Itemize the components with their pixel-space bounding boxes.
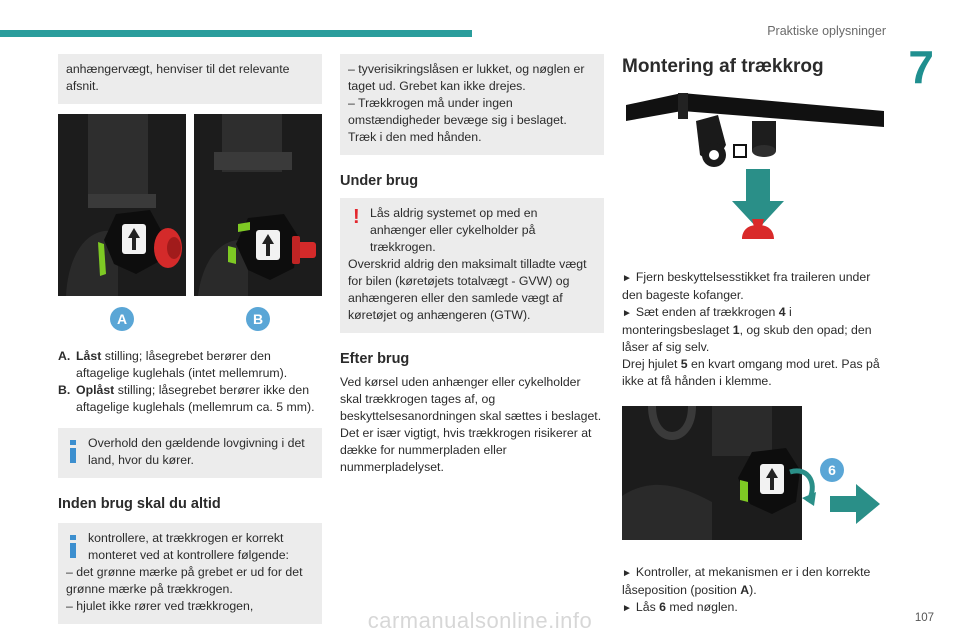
watermark: carmanualsonline.info <box>367 608 593 633</box>
definition-b: B. Oplåst stilling; låsegrebet berører i… <box>58 382 322 416</box>
definition-list: A. Låst stilling; låsegrebet berører den… <box>58 348 322 416</box>
info-icon <box>70 535 76 558</box>
tow-bar-mount-illustration <box>626 93 884 239</box>
lock-knob-a <box>98 210 182 276</box>
step-arrow-icon: ► <box>622 603 632 614</box>
running-head: Praktiske oplysninger <box>767 24 886 38</box>
heading-after-use: Efter brug <box>340 351 410 367</box>
step-3: ►Kontroller, at mekanismen er i den korr… <box>622 565 871 597</box>
warning-text-1: Lås aldrig systemet op med en anhænger e… <box>370 206 538 254</box>
checklist-intro: kontrollere, at trækkrogen er korrekt mo… <box>88 531 289 562</box>
heading-before-use: Inden brug skal du altid <box>58 496 221 512</box>
header-accent-bar <box>0 30 472 37</box>
lock-knob-b <box>228 214 316 280</box>
step-2: ►Sæt enden af trækkrogen 4 i monteringsb… <box>622 305 872 354</box>
lock-knob <box>738 448 800 514</box>
tow-bar-beam <box>626 93 884 127</box>
section-title: Montering af trækkrog <box>622 56 824 77</box>
top-note-text: anhængervægt, henviser til det relevante… <box>66 62 290 93</box>
checklist-item-3: – tyverisikringslåsen er lukket, og nøgl… <box>348 62 585 93</box>
label-b-circle <box>246 307 270 331</box>
column-1: anhængervægt, henviser til det relevante… <box>58 54 322 624</box>
lock-key-illustration: 6 <box>622 405 880 540</box>
column-2: – tyverisikringslåsen er lukket, og nøgl… <box>340 54 604 476</box>
checklist-item-4: – Trækkrogen må under ingen omstændighed… <box>348 96 567 144</box>
step-1: ►Fjern beskyttelsesstikket fra traileren… <box>622 270 871 302</box>
column-3: Montering af trækkrog ►Fjern beskyttelse… <box>622 54 884 617</box>
definition-a-text: stilling; låsegrebet berører den aftagel… <box>76 349 288 380</box>
label-a-circle <box>110 307 134 331</box>
chapter-number: 7 <box>908 41 934 93</box>
after-use-text: Ved kørsel uden anhænger eller cykelhold… <box>340 375 602 474</box>
step-arrow-icon: ► <box>622 308 632 319</box>
info-box-law: Overhold den gældende lovgivning i det l… <box>58 428 322 478</box>
label-a: A <box>117 311 127 327</box>
heading-during-use: Under brug <box>340 173 419 189</box>
step-4: ►Lås 6 med nøglen. <box>622 600 738 614</box>
info-icon <box>70 440 76 463</box>
protective-plug-icon <box>742 225 774 239</box>
label-6-circle <box>820 458 844 482</box>
label-b: B <box>253 311 263 327</box>
right-arrow-icon <box>830 484 880 524</box>
tow-hook-lock-illustration: A B <box>58 114 322 331</box>
definition-b-text: stilling; låsegrebet berører ikke den af… <box>76 383 315 414</box>
warning-box: ! Lås aldrig systemet op med en anhænger… <box>340 198 604 333</box>
step-arrow-icon: ► <box>622 568 632 579</box>
page-number: 107 <box>914 612 934 624</box>
warning-text-2: Overskrid aldrig den maksimalt tilladte … <box>348 257 587 322</box>
warning-icon: ! <box>353 206 360 228</box>
figure-positions-ab: A B <box>58 114 322 354</box>
definition-a-key: A. <box>58 349 71 363</box>
step-2-continued: Drej hjulet 5 en kvart omgang mod uret. … <box>622 357 880 388</box>
definition-a: A. Låst stilling; låsegrebet berører den… <box>58 348 322 382</box>
info-box-law-text: Overhold den gældende lovgivning i det l… <box>88 436 305 467</box>
figure-lock-key: 6 <box>622 405 884 546</box>
definition-b-term: Oplåst <box>76 383 115 397</box>
info-box-checklist: kontrollere, at trækkrogen er korrekt mo… <box>58 523 322 624</box>
checklist-continued-box: – tyverisikringslåsen er lukket, og nøgl… <box>340 54 604 155</box>
definition-a-term: Låst <box>76 349 102 363</box>
checklist-item-1: – det grønne mærke på grebet er ud for d… <box>66 565 303 596</box>
label-6: 6 <box>828 462 836 478</box>
step-arrow-icon: ► <box>622 273 632 284</box>
down-arrow-icon <box>732 169 784 229</box>
definition-b-key: B. <box>58 383 71 397</box>
checklist-item-2: – hjulet ikke rører ved trækkrogen, <box>66 599 254 613</box>
figure-tow-bar-mount <box>622 85 884 255</box>
top-note-box: anhængervægt, henviser til det relevante… <box>58 54 322 104</box>
